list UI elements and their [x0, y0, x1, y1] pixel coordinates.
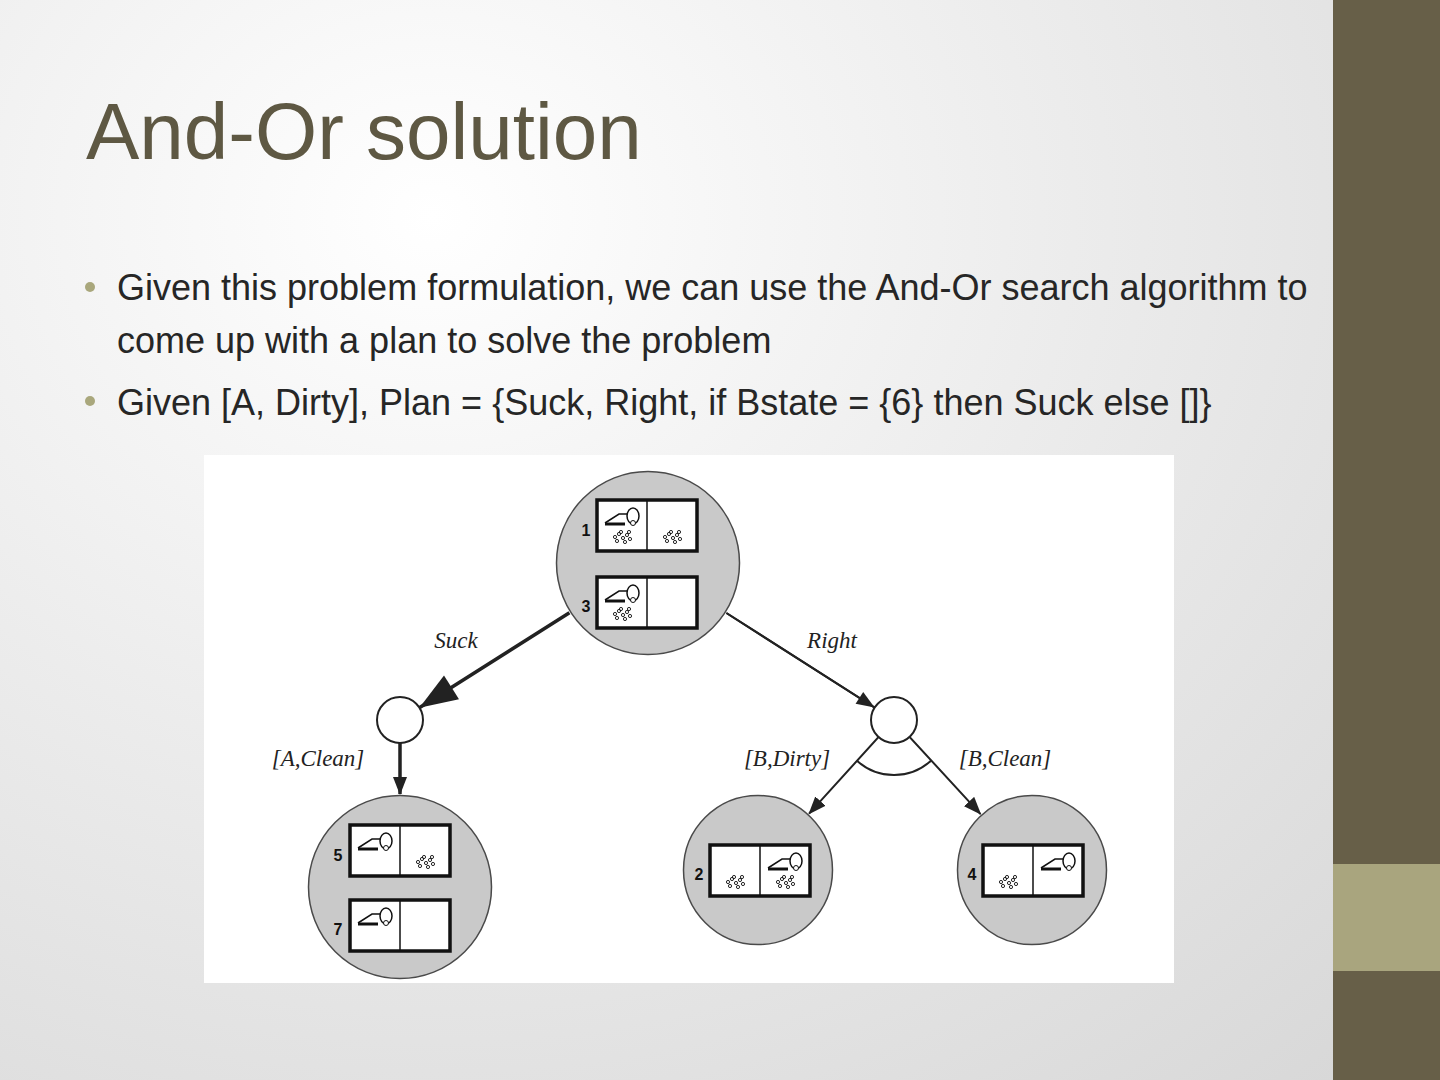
world-box: [350, 825, 450, 876]
state-number: 3: [582, 599, 591, 615]
cell-divider: [1032, 845, 1034, 896]
dirt-icon: [416, 855, 434, 868]
dirt-icon: [663, 530, 681, 543]
or-node-circle: [871, 697, 917, 743]
outcome-label: [A,Clean]: [270, 746, 367, 771]
slide-title: And-Or solution: [86, 88, 642, 176]
plan-connector: [400, 613, 569, 794]
plan-connector: [726, 613, 894, 814]
dirt-icon: [613, 530, 631, 543]
vacuum-icon: [768, 853, 802, 871]
dirt-icon: [613, 607, 631, 620]
circle-outline: [555, 470, 741, 656]
dirt-icon: [776, 875, 794, 888]
world-box: [350, 900, 450, 951]
and-arc: [857, 761, 931, 776]
world-box: [597, 577, 697, 628]
cell-divider: [399, 825, 401, 876]
world-box: [597, 500, 697, 551]
state-set-circle: 57: [307, 794, 493, 980]
side-bar: [1333, 0, 1440, 1080]
or-node-circle: [377, 697, 423, 743]
dirt-icon: [999, 875, 1017, 888]
edge-label: [B,Clean]: [957, 746, 1054, 771]
edge-label: Suck: [432, 628, 479, 653]
bullet-text: Given [A, Dirty], Plan = {Suck, Right, i…: [117, 376, 1387, 429]
cell-divider: [399, 900, 401, 951]
arrowhead: [856, 692, 875, 708]
state-set-circle: 2: [682, 794, 834, 946]
bullet-dot: [85, 282, 95, 292]
cell-divider: [759, 845, 761, 896]
vacuum-icon: [605, 585, 639, 603]
vacuum-icon: [1041, 853, 1075, 871]
cell-divider: [646, 577, 648, 628]
circle-outline: [682, 794, 834, 946]
state-set-circle: 13: [555, 470, 741, 656]
state-number: 2: [695, 867, 704, 883]
bullet-dot: [85, 396, 95, 406]
vacuum-icon: [358, 833, 392, 851]
dirt-icon: [726, 875, 744, 888]
vacuum-icon: [605, 508, 639, 526]
circle-outline: [956, 794, 1108, 946]
state-number: 5: [334, 848, 343, 864]
world-box: [710, 845, 810, 896]
action-label: Right: [805, 628, 859, 653]
bullet-text: Given this problem formulation, we can u…: [117, 261, 1387, 367]
arrowhead: [419, 676, 459, 708]
state-number: 4: [968, 867, 977, 883]
state-number: 7: [334, 922, 343, 938]
vacuum-icon: [358, 908, 392, 926]
world-box: [983, 845, 1083, 896]
circle-outline: [307, 794, 493, 980]
plan-connector: [726, 613, 980, 814]
state-set-circle: 4: [956, 794, 1108, 946]
side-bar-accent: [1333, 864, 1440, 971]
edge-label: [B,Dirty]: [742, 746, 832, 771]
figure-ground: [204, 455, 1174, 983]
cell-divider: [646, 500, 648, 551]
state-number: 1: [582, 523, 591, 539]
